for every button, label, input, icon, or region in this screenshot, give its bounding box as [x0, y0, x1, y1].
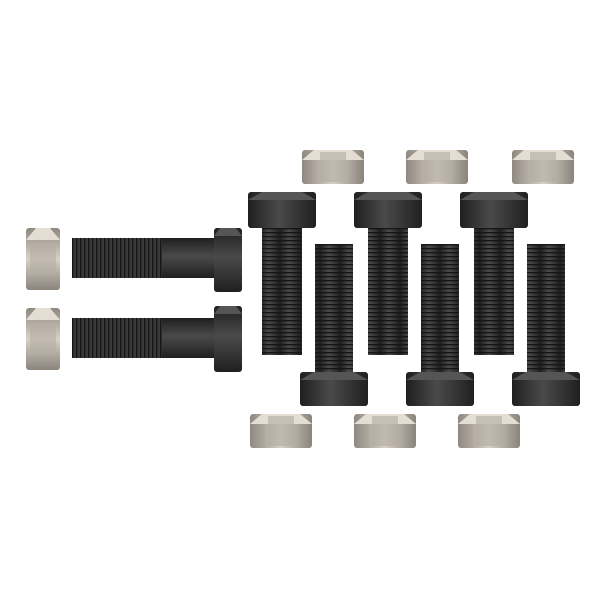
nut-bottom-1 [250, 414, 312, 448]
bolt-vertical-head-down-3 [512, 244, 580, 406]
bolt-vertical-head-down-1 [300, 244, 368, 406]
bolt-vertical-head-up-1 [248, 192, 316, 355]
bolt-vertical-head-up-2 [354, 192, 422, 355]
nut-left-1 [26, 228, 60, 290]
nut-top-1 [302, 150, 364, 184]
nut-left-2 [26, 308, 60, 370]
nut-bottom-2 [354, 414, 416, 448]
bolt-horizontal-1 [72, 228, 242, 292]
bolt-horizontal-2 [72, 306, 242, 372]
nut-top-3 [512, 150, 574, 184]
bolt-vertical-head-down-2 [406, 244, 474, 406]
nut-bottom-3 [458, 414, 520, 448]
bolt-vertical-head-up-3 [460, 192, 528, 355]
nut-top-2 [406, 150, 468, 184]
